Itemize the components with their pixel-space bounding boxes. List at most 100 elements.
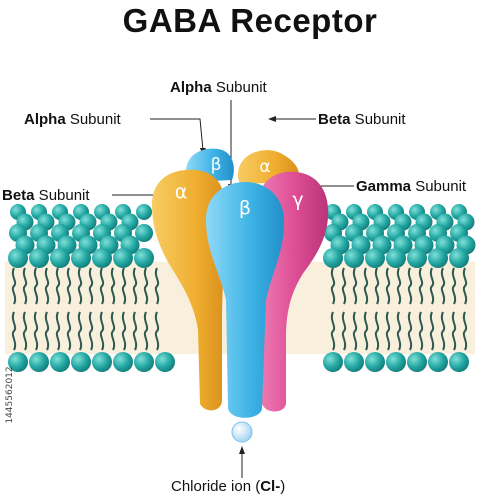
lipid-head <box>134 352 154 372</box>
lipid-tail <box>77 311 83 351</box>
label-alpha-top: Alpha Subunit <box>170 79 267 96</box>
lipid-tail <box>154 267 160 305</box>
lipid-tail <box>352 311 358 351</box>
lipid-head <box>29 352 49 372</box>
lipid-head <box>323 248 343 268</box>
lipid-tail <box>22 311 28 351</box>
lipid-tail <box>385 311 391 351</box>
lipid-tail <box>374 267 380 305</box>
label-gamma-right: Gamma Subunit <box>356 178 467 195</box>
lipid-tail <box>66 267 72 305</box>
lipid-tail <box>143 311 149 351</box>
alpha-front-symbol: α <box>175 181 188 203</box>
lipid-head <box>428 248 448 268</box>
lipid-tail <box>407 311 413 351</box>
lipid-head <box>386 248 406 268</box>
lipid-tail <box>132 311 138 351</box>
lipid-tail <box>55 311 61 351</box>
lipid-tail <box>462 311 468 351</box>
lipid-tail <box>66 311 72 351</box>
lipid-tail <box>33 267 39 305</box>
label-chloride-ion: Chloride ion (Cl-) <box>171 478 286 495</box>
lipid-tail <box>154 311 160 351</box>
lipid-head <box>365 352 385 372</box>
lipid-tail <box>352 267 358 305</box>
lipid-tail <box>374 311 380 351</box>
watermark-id: 1445562012 <box>5 366 15 424</box>
lipid-tail <box>451 267 457 305</box>
lipid-head <box>449 352 469 372</box>
lipid-head <box>407 352 427 372</box>
lipid-tail <box>11 267 17 305</box>
lipid-tail <box>451 311 457 351</box>
lipid-tail <box>440 267 446 305</box>
lipid-tail <box>429 311 435 351</box>
lipid-tail <box>44 267 50 305</box>
lipid-tail <box>396 267 402 305</box>
alpha-back-symbol: α <box>259 157 270 177</box>
lipid-tail <box>110 311 116 351</box>
lipid-head <box>134 248 154 268</box>
lipid-tail <box>88 311 94 351</box>
lipid-tail <box>44 311 50 351</box>
page-title: GABA Receptor <box>122 2 378 39</box>
beta-front-symbol: β <box>239 197 251 219</box>
lipid-tail <box>330 311 336 351</box>
lipid-head <box>29 248 49 268</box>
lipid-tail <box>396 311 402 351</box>
lipid-head <box>407 248 427 268</box>
label-beta-left: Beta Subunit <box>2 187 90 204</box>
lipid-tail <box>429 267 435 305</box>
lipid-tail <box>77 267 83 305</box>
lipid-tail <box>11 311 17 351</box>
lipid-head <box>136 204 152 220</box>
lipid-head <box>8 352 28 372</box>
lipid-head <box>386 352 406 372</box>
lipid-tail <box>440 311 446 351</box>
lipid-tail <box>88 267 94 305</box>
lipid-tail <box>341 311 347 351</box>
lipid-tail <box>363 311 369 351</box>
lipid-head <box>135 224 153 242</box>
lipid-head <box>71 248 91 268</box>
lipid-tail <box>341 267 347 305</box>
lipid-tail <box>418 311 424 351</box>
lipid-head <box>113 352 133 372</box>
lipid-head <box>449 248 469 268</box>
lipid-head <box>92 248 112 268</box>
lipid-head <box>344 352 364 372</box>
lipid-head <box>50 352 70 372</box>
label-beta-right: Beta Subunit <box>318 111 406 128</box>
lipid-head <box>71 352 91 372</box>
lipid-tail <box>462 267 468 305</box>
lipid-tail <box>385 267 391 305</box>
lipid-head <box>155 352 175 372</box>
lipid-tail <box>99 267 105 305</box>
lipid-tail <box>33 311 39 351</box>
lipid-tail <box>121 267 127 305</box>
lipid-head <box>113 248 133 268</box>
label-alpha-left: Alpha Subunit <box>24 111 121 128</box>
lipid-tail <box>110 267 116 305</box>
lipid-head <box>50 248 70 268</box>
lipid-tail <box>132 267 138 305</box>
lipid-tail <box>143 267 149 305</box>
lipid-tail <box>407 267 413 305</box>
lipid-tail <box>418 267 424 305</box>
lipid-head <box>92 352 112 372</box>
beta-front-subunit: β <box>206 182 284 418</box>
lipid-tail <box>330 267 336 305</box>
gamma-front-symbol: γ <box>292 189 303 211</box>
lipid-tail <box>121 311 127 351</box>
chloride-ion <box>231 421 253 443</box>
lipid-head <box>344 248 364 268</box>
lipid-tail <box>363 267 369 305</box>
lipid-tail <box>99 311 105 351</box>
lipid-tails <box>11 267 468 351</box>
lipid-tail <box>22 267 28 305</box>
lipid-head <box>8 248 28 268</box>
lipid-head <box>365 248 385 268</box>
lipid-head <box>428 352 448 372</box>
lipid-head <box>323 352 343 372</box>
